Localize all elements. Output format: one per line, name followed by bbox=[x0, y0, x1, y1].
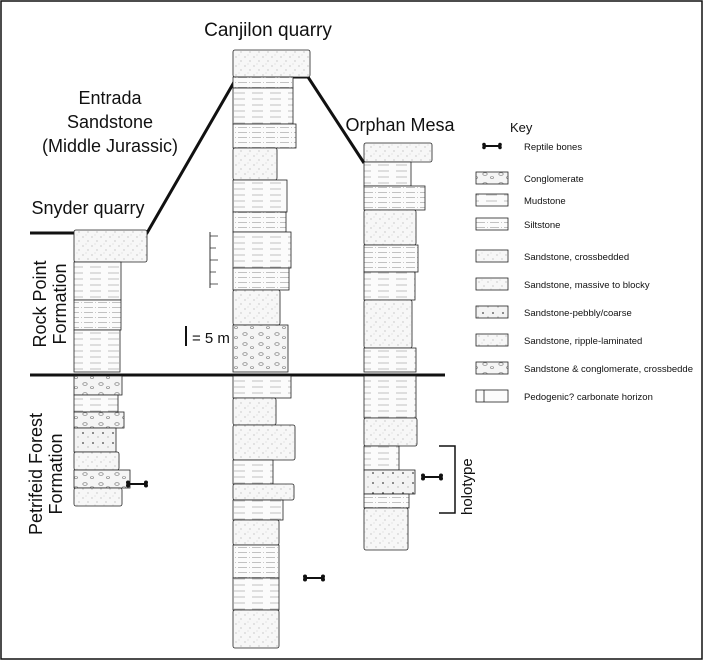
bed bbox=[74, 470, 130, 488]
bed bbox=[233, 88, 293, 124]
petrified-forest-label-line1: Petrifeid Forest bbox=[26, 413, 46, 535]
key-item-label: Mudstone bbox=[524, 196, 566, 207]
bed bbox=[233, 376, 291, 398]
key-item: Reptile bones bbox=[482, 142, 582, 153]
key-item: Sandstone-pebbly/coarse bbox=[476, 306, 632, 319]
bed bbox=[74, 230, 147, 262]
key-swatch bbox=[476, 218, 508, 230]
bed bbox=[233, 180, 287, 212]
key-item-label: Sandstone & conglomerate, crossbedde bbox=[524, 364, 693, 375]
entrada-label-line1: Entrada bbox=[78, 88, 142, 108]
entrada-label-line2: Sandstone bbox=[67, 112, 153, 132]
bed bbox=[74, 412, 124, 428]
bed bbox=[364, 446, 399, 470]
bed bbox=[233, 325, 288, 372]
orphan-mesa-section bbox=[364, 143, 432, 550]
rock-point-label-line1: Rock Point bbox=[30, 260, 50, 347]
bed bbox=[233, 124, 296, 148]
key-item-label: Siltstone bbox=[524, 220, 560, 231]
key-item-label: Conglomerate bbox=[524, 174, 584, 185]
key-swatch bbox=[476, 362, 508, 374]
bed bbox=[233, 212, 286, 232]
bed bbox=[233, 77, 293, 88]
small-scale-ruler bbox=[210, 232, 218, 288]
key-title: Key bbox=[510, 120, 533, 135]
key-item: Conglomerate bbox=[476, 172, 584, 185]
reptile-bone-icon bbox=[421, 474, 443, 481]
key-item-label: Reptile bones bbox=[524, 142, 582, 153]
bed bbox=[364, 210, 416, 245]
bed bbox=[364, 272, 415, 300]
key-item-label: Pedogenic? carbonate horizon bbox=[524, 392, 653, 403]
key-item-label: Sandstone-pebbly/coarse bbox=[524, 308, 632, 319]
bed bbox=[364, 470, 415, 494]
bed bbox=[74, 300, 121, 330]
reptile-bone-icon bbox=[303, 575, 325, 582]
bed bbox=[233, 148, 277, 180]
bed bbox=[74, 488, 122, 506]
bed bbox=[364, 186, 425, 210]
rock-point-label-line2: Formation bbox=[50, 263, 70, 344]
key-swatch bbox=[476, 306, 508, 318]
bed bbox=[364, 162, 411, 186]
bed bbox=[233, 425, 295, 460]
bed bbox=[74, 330, 120, 372]
reptile-bone-icon bbox=[126, 481, 148, 488]
key-swatch bbox=[476, 278, 508, 290]
bed bbox=[74, 395, 118, 412]
bed bbox=[233, 50, 310, 77]
petrified-forest-label-line2: Formation bbox=[46, 433, 66, 514]
bed bbox=[233, 290, 280, 325]
bed bbox=[364, 348, 416, 372]
bed bbox=[364, 508, 408, 550]
bed bbox=[233, 460, 273, 484]
bed bbox=[74, 376, 122, 395]
bed bbox=[364, 300, 412, 348]
bed bbox=[364, 494, 409, 508]
key-swatch bbox=[476, 334, 508, 346]
bed bbox=[233, 484, 294, 500]
key-item-label: Sandstone, crossbedded bbox=[524, 252, 629, 263]
key-swatch bbox=[476, 194, 508, 206]
bed bbox=[233, 268, 289, 290]
bed bbox=[364, 376, 416, 418]
key-item: Sandstone, massive to blocky bbox=[476, 278, 650, 291]
bed bbox=[74, 428, 116, 452]
bed bbox=[74, 452, 119, 470]
bed bbox=[233, 545, 279, 578]
key-swatch bbox=[476, 172, 508, 184]
key-item: Sandstone & conglomerate, crossbedde bbox=[476, 362, 693, 375]
bed bbox=[233, 500, 283, 520]
snyder-quarry-section bbox=[74, 230, 147, 506]
bed bbox=[364, 245, 418, 272]
bed bbox=[233, 520, 279, 545]
bed bbox=[233, 398, 276, 425]
bed bbox=[364, 143, 432, 162]
bed bbox=[74, 262, 121, 300]
orphan-mesa-title: Orphan Mesa bbox=[345, 115, 455, 135]
key-item: Sandstone, crossbedded bbox=[476, 250, 629, 263]
key-swatch bbox=[476, 250, 508, 262]
key-item: Mudstone bbox=[476, 194, 566, 207]
key-item-label: Sandstone, massive to blocky bbox=[524, 280, 650, 291]
canjilon-quarry-title: Canjilon quarry bbox=[204, 20, 332, 41]
bed bbox=[233, 610, 279, 648]
key-item: Siltstone bbox=[476, 218, 560, 231]
scale-label: = 5 m bbox=[192, 330, 230, 347]
bed bbox=[364, 418, 417, 446]
bed bbox=[233, 232, 291, 268]
canjilon-quarry-section bbox=[233, 50, 310, 648]
key-swatch bbox=[476, 390, 508, 402]
snyder-quarry-title: Snyder quarry bbox=[31, 198, 144, 218]
holotype-label: holotype bbox=[459, 458, 476, 515]
entrada-label-line3: (Middle Jurassic) bbox=[42, 136, 178, 156]
key-item: Pedogenic? carbonate horizon bbox=[476, 390, 653, 403]
key-item-label: Sandstone, ripple-laminated bbox=[524, 336, 642, 347]
key-legend: Reptile bonesConglomerateMudstoneSiltsto… bbox=[476, 142, 693, 403]
bed bbox=[233, 578, 279, 610]
key-item: Sandstone, ripple-laminated bbox=[476, 334, 642, 347]
reptile-bone-icon bbox=[482, 143, 502, 149]
